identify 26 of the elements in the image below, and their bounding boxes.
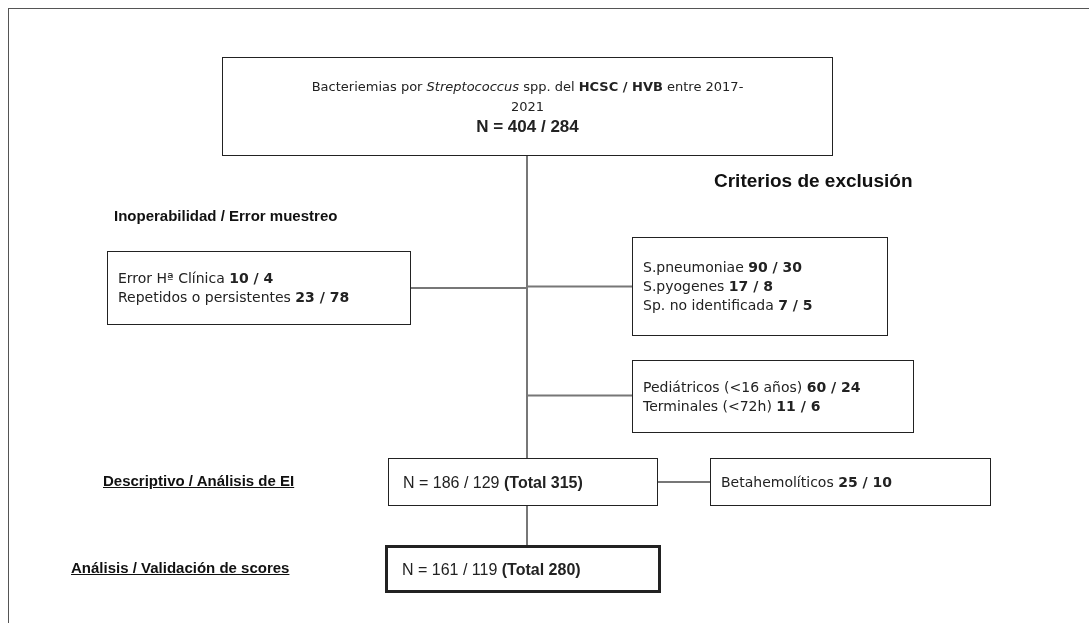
- box-text: Bacteriemias por Streptococcus spp. del HCSC / HVB entre 2017-2021: [310, 77, 745, 116]
- stage-label: Análisis / Validación de scores: [71, 559, 290, 576]
- connector-line: [657, 481, 711, 483]
- connector-line: [526, 155, 633, 397]
- box-text: N = 161 / 119 (Total 280): [402, 559, 582, 579]
- box-text: N = 186 / 129 (Total 315): [403, 472, 584, 492]
- process-box: [710, 458, 991, 506]
- process-box: [632, 237, 888, 336]
- process-box: [388, 458, 658, 506]
- box-text: S.pneumoniae 90 / 30: [643, 258, 804, 277]
- box-text: Sp. no identificada 7 / 5: [643, 296, 814, 315]
- process-box: [107, 251, 411, 325]
- section-heading: Inoperabilidad / Error muestreo: [114, 207, 338, 224]
- section-heading: Criterios de exclusión: [714, 170, 913, 192]
- box-text: Repetidos o persistentes 23 / 78: [118, 288, 351, 307]
- process-box: [222, 57, 833, 156]
- process-box: [632, 360, 914, 433]
- box-text: Betahemolíticos 25 / 10: [721, 472, 893, 492]
- connector-line: [526, 505, 528, 546]
- box-text: S.pyogenes 17 / 8: [643, 277, 774, 296]
- box-text: N = 404 / 284: [476, 116, 579, 137]
- process-box: [385, 545, 661, 593]
- stage-label: Descriptivo / Análisis de EI: [103, 472, 295, 489]
- box-text: Pediátricos (<16 años) 60 / 24: [643, 377, 862, 397]
- box-text: Error Hª Clínica 10 / 4: [118, 269, 275, 288]
- box-text: Terminales (<72h) 11 / 6: [643, 396, 822, 416]
